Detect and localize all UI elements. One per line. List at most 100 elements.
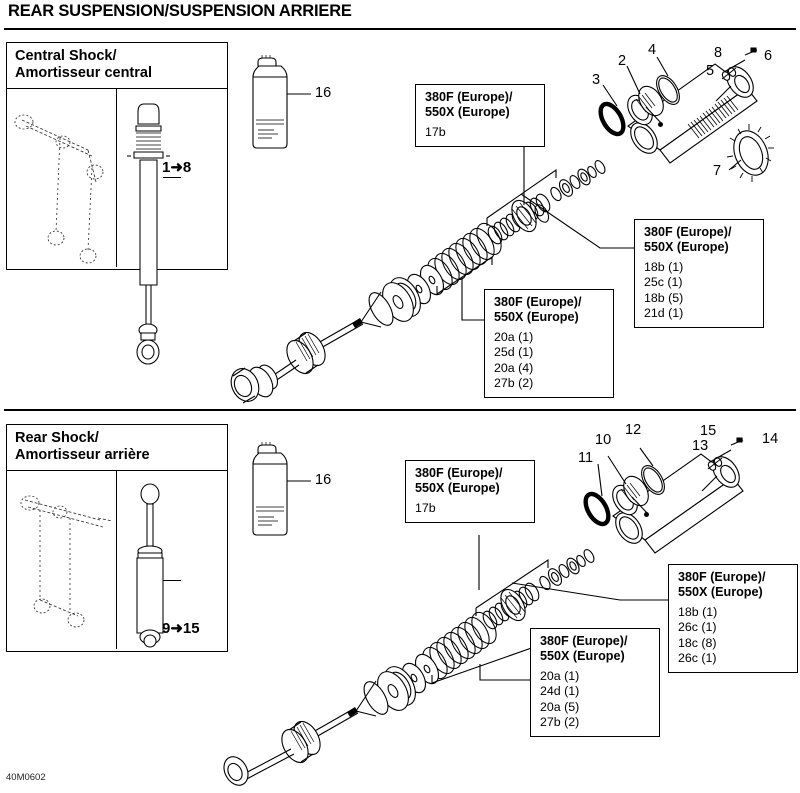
callout-item: 17b bbox=[425, 125, 446, 140]
callout-central-18b: 380F (Europe)/ 550X (Europe) 18b (1) 25c… bbox=[634, 219, 764, 329]
callout-item: 25c (1) bbox=[644, 275, 683, 290]
callout-central-17b-title: 380F (Europe)/ 550X (Europe) bbox=[425, 90, 536, 120]
part-4-seal bbox=[656, 75, 680, 105]
document-reference-code: 40M0602 bbox=[6, 772, 46, 783]
callout-item: 24d (1) bbox=[540, 684, 580, 699]
rear-range-leader bbox=[163, 580, 181, 582]
callout-item: 20a (4) bbox=[494, 360, 534, 375]
callout-item: 17b bbox=[415, 501, 436, 516]
part-number-8: 8 bbox=[714, 45, 723, 61]
callout-title-line2: 550X (Europe) bbox=[644, 240, 729, 255]
coil-spring-main-lower bbox=[422, 611, 497, 680]
part-number-14: 14 bbox=[762, 431, 779, 447]
part-number-6: 6 bbox=[764, 48, 773, 64]
callout-item: 20a (1) bbox=[494, 330, 534, 345]
callout-central-18b-title: 380F (Europe)/ 550X (Europe) bbox=[644, 225, 755, 255]
callout-central-20a-items: 20a (1) 25d (1) 20a (4) 27b (2) bbox=[494, 330, 605, 391]
rear-shock-frame-cell bbox=[7, 471, 117, 650]
piston-seat-lower bbox=[377, 666, 416, 711]
spray-can-lower bbox=[252, 442, 288, 536]
callout-item: 18b (5) bbox=[644, 290, 684, 305]
rear-shock-inset-panel: Rear Shock/ Amortisseur arrière 9➜15 bbox=[6, 424, 228, 652]
rear-shock-title-fr: Amortisseur arrière bbox=[15, 447, 150, 464]
eyelet-lower bbox=[223, 756, 249, 786]
part-7-tab-washer bbox=[726, 124, 774, 182]
valve-hub-lower bbox=[500, 588, 526, 622]
part-number-11: 11 bbox=[578, 450, 594, 466]
callout-rear-20a-title: 380F (Europe)/ 550X (Europe) bbox=[540, 634, 651, 664]
callout-item: 20a (5) bbox=[540, 699, 580, 714]
callout-item: 18b (1) bbox=[644, 260, 684, 275]
callout-central-17b: 380F (Europe)/ 550X (Europe) 17b bbox=[415, 84, 545, 148]
central-shock-title-en: Central Shock/ bbox=[15, 48, 117, 64]
callout-title-line1: 380F (Europe)/ bbox=[644, 225, 732, 239]
part-12-seal bbox=[641, 465, 665, 495]
callout-item: 20a (1) bbox=[540, 669, 580, 684]
piston-seat-upper bbox=[382, 277, 421, 322]
central-range-leader bbox=[163, 177, 181, 179]
callout-rear-20a-items: 20a (1) 24d (1) 20a (5) 27b (2) bbox=[540, 669, 651, 730]
header-divider bbox=[4, 28, 796, 30]
callout-item: 21d (1) bbox=[644, 305, 684, 320]
eyelet-upper bbox=[230, 364, 279, 404]
part-3-oring bbox=[598, 101, 626, 137]
callout-rear-17b-title: 380F (Europe)/ 550X (Europe) bbox=[415, 466, 526, 496]
part-10-anchor-dot bbox=[644, 512, 649, 517]
callout-title-line2: 550X (Europe) bbox=[425, 105, 510, 120]
rear-shock-range-label: 9➜15 bbox=[162, 620, 200, 638]
bump-stop-upper bbox=[360, 291, 394, 328]
part-number-3: 3 bbox=[592, 72, 601, 88]
part-number-12: 12 bbox=[625, 422, 642, 438]
central-shock-inset-title: Central Shock/ Amortisseur central bbox=[7, 43, 227, 90]
part-number-15: 15 bbox=[700, 423, 717, 439]
callout-title-line2: 550X (Europe) bbox=[678, 585, 763, 600]
part-number-7: 7 bbox=[713, 163, 722, 179]
callout-rear-17b-items: 17b bbox=[415, 501, 526, 516]
coil-spring-upper-lower-assy bbox=[482, 582, 540, 630]
central-shock-inset-body: 1➜8 bbox=[7, 89, 227, 268]
callout-item: 26c (1) bbox=[678, 620, 717, 635]
part-2-anchor-dot bbox=[658, 122, 663, 127]
callout-title-line2: 550X (Europe) bbox=[494, 310, 579, 325]
callout-item: 25d (1) bbox=[494, 345, 534, 360]
callout-item: 18b (1) bbox=[678, 605, 718, 620]
callout-title-line2: 550X (Europe) bbox=[540, 649, 625, 664]
gland-nut-upper bbox=[252, 331, 326, 395]
callout-rear-18b-title: 380F (Europe)/ 550X (Europe) bbox=[678, 570, 789, 600]
callout-title-line1: 380F (Europe)/ bbox=[494, 295, 582, 309]
part-5-8-fittings bbox=[721, 67, 737, 81]
part-number-4: 4 bbox=[648, 42, 657, 58]
central-shock-frame-cell bbox=[7, 89, 117, 268]
part-number-10: 10 bbox=[595, 432, 612, 448]
callout-central-18b-items: 18b (1) 25c (1) 18b (5) 21d (1) bbox=[644, 260, 755, 321]
callout-rear-18b-items: 18b (1) 26c (1) 18c (8) 26c (1) bbox=[678, 605, 789, 666]
callout-title-line1: 380F (Europe)/ bbox=[540, 634, 628, 648]
part-11-oring bbox=[583, 491, 611, 527]
callout-title-line1: 380F (Europe)/ bbox=[678, 570, 766, 584]
callout-rear-18b: 380F (Europe)/ 550X (Europe) 18b (1) 26c… bbox=[668, 564, 798, 674]
callout-rear-17b: 380F (Europe)/ 550X (Europe) 17b bbox=[405, 460, 535, 524]
callout-title-line1: 380F (Europe)/ bbox=[425, 90, 513, 104]
part-number-16-lower: 16 bbox=[315, 472, 332, 488]
part-number-13: 13 bbox=[692, 438, 709, 454]
part-13-15-fittings bbox=[707, 457, 723, 471]
callout-title-line1: 380F (Europe)/ bbox=[415, 466, 503, 480]
central-shock-inset-panel: Central Shock/ Amortisseur central 1➜8 bbox=[6, 42, 228, 270]
callout-item: 27b (2) bbox=[540, 714, 580, 729]
rear-shock-inset-body: 9➜15 bbox=[7, 471, 227, 650]
central-shock-title-fr: Amortisseur central bbox=[15, 65, 152, 82]
shock-body-lower bbox=[612, 453, 744, 554]
central-shock-range-label: 1➜8 bbox=[162, 159, 192, 177]
central-shock-detail-cell: 1➜8 bbox=[117, 89, 227, 267]
rear-shock-detail-cell: 9➜15 bbox=[117, 471, 227, 649]
washer-pair-upper bbox=[406, 264, 445, 305]
shaft-lower bbox=[312, 707, 359, 738]
washer-pair-lower bbox=[401, 653, 440, 694]
rear-shock-title-en: Rear Shock/ bbox=[15, 430, 99, 446]
part-number-2: 2 bbox=[618, 53, 627, 69]
callout-item: 18c (8) bbox=[678, 635, 717, 650]
part-14-bolt bbox=[736, 437, 743, 443]
coil-spring-lower bbox=[427, 222, 502, 291]
bump-stop-lower bbox=[355, 680, 389, 717]
